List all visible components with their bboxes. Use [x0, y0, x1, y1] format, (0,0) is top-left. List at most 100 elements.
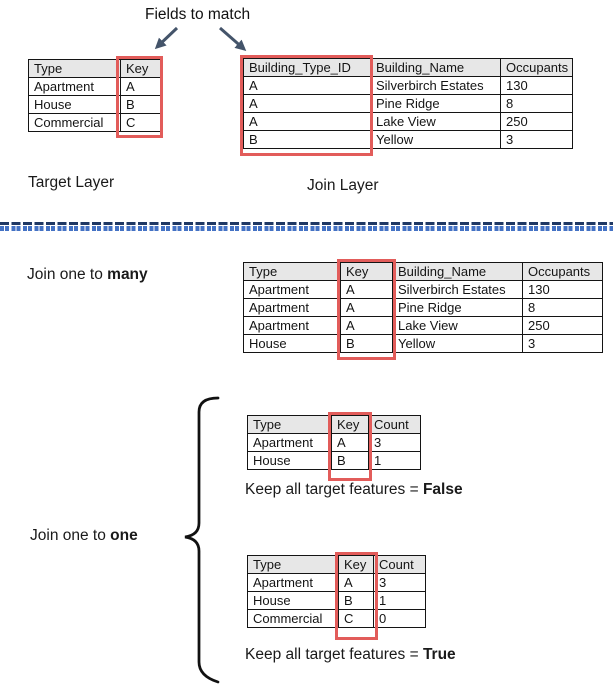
table-row: Apartment A Pine Ridge 8	[243, 298, 603, 317]
label-text: Keep all target features =	[245, 481, 423, 498]
one-to-one-true-table: Type Key Count Apartment A 3 House B 1 C…	[247, 555, 426, 628]
data-cell: Yellow	[392, 334, 523, 353]
data-cell: A	[338, 573, 374, 592]
arrow-to-join-key-icon	[219, 26, 247, 51]
data-cell: 3	[500, 130, 573, 149]
section-divider	[0, 222, 613, 232]
data-cell: 3	[522, 334, 603, 353]
fields-to-match-arrows	[154, 26, 247, 51]
label-bold-text: many	[107, 266, 148, 283]
table-header-row: Type Key Building_Name Occupants	[243, 262, 603, 281]
data-cell: 8	[522, 298, 603, 317]
data-cell: Yellow	[370, 130, 501, 149]
label-text: Join one to	[30, 527, 111, 544]
data-cell: A	[331, 433, 369, 452]
data-cell: Apartment	[243, 316, 341, 335]
data-cell: B	[338, 591, 374, 610]
data-cell: Silverbirch Estates	[370, 76, 501, 95]
header-cell: Building_Name	[370, 58, 501, 77]
data-cell: Commercial	[247, 609, 339, 628]
data-cell: B	[331, 451, 369, 470]
label-text: Join one to	[27, 266, 108, 283]
header-cell: Occupants	[500, 58, 573, 77]
data-cell: B	[340, 334, 393, 353]
data-cell: 130	[522, 280, 603, 299]
header-cell: Building_Name	[392, 262, 523, 281]
keep-false-label: Keep all target features = False	[245, 481, 463, 499]
header-cell: Building_Type_ID	[243, 58, 371, 77]
data-cell: A	[243, 94, 371, 113]
data-cell: Apartment	[243, 280, 341, 299]
header-cell: Type	[243, 262, 341, 281]
data-cell: Apartment	[247, 573, 339, 592]
label-bold-text: True	[422, 646, 456, 663]
table-row: A Silverbirch Estates 130	[243, 76, 573, 95]
table-row: Apartment A 3	[247, 433, 421, 452]
data-cell: House	[247, 451, 332, 470]
table-header-row: Type Key Count	[247, 555, 426, 574]
arrow-to-target-key-icon	[154, 26, 179, 50]
data-cell: 130	[500, 76, 573, 95]
data-cell: Silverbirch Estates	[392, 280, 523, 299]
header-cell: Type	[247, 555, 339, 574]
data-cell: Commercial	[28, 113, 121, 132]
table-row: A Lake View 250	[243, 112, 573, 131]
data-cell: House	[247, 591, 339, 610]
header-cell: Key	[338, 555, 374, 574]
data-cell: 1	[373, 591, 426, 610]
join-one-to-one-label: Join one to one	[30, 527, 138, 545]
data-cell: Apartment	[28, 77, 121, 96]
table-row: Apartment A Lake View 250	[243, 316, 603, 335]
header-cell: Key	[331, 415, 369, 434]
join-table: Building_Type_ID Building_Name Occupants…	[243, 58, 573, 149]
fields-to-match-title: Fields to match	[145, 6, 251, 23]
curly-brace-icon	[184, 396, 220, 684]
data-cell: 1	[368, 451, 421, 470]
data-cell: House	[243, 334, 341, 353]
target-table: Type Key Apartment A House B Commercial …	[28, 59, 161, 132]
table-header-row: Type Key	[28, 59, 161, 78]
table-row: A Pine Ridge 8	[243, 94, 573, 113]
join-layer-label: Join Layer	[307, 177, 379, 194]
data-cell: C	[338, 609, 374, 628]
data-cell: A	[243, 76, 371, 95]
data-cell: B	[120, 95, 161, 114]
data-cell: A	[340, 316, 393, 335]
data-cell: House	[28, 95, 121, 114]
data-cell: 3	[373, 573, 426, 592]
data-cell: A	[120, 77, 161, 96]
data-cell: Apartment	[247, 433, 332, 452]
table-row: Apartment A 3	[247, 573, 426, 592]
data-cell: A	[340, 280, 393, 299]
header-cell: Type	[28, 59, 121, 78]
data-cell: 8	[500, 94, 573, 113]
data-cell: A	[340, 298, 393, 317]
header-cell: Key	[120, 59, 161, 78]
table-row: Commercial C 0	[247, 609, 426, 628]
table-row: Apartment A Silverbirch Estates 130	[243, 280, 603, 299]
data-cell: 0	[373, 609, 426, 628]
label-bold-text: False	[422, 481, 463, 498]
data-cell: 250	[500, 112, 573, 131]
table-row: B Yellow 3	[243, 130, 573, 149]
header-cell: Count	[373, 555, 426, 574]
header-cell: Key	[340, 262, 393, 281]
table-row: House B 1	[247, 451, 421, 470]
data-cell: Pine Ridge	[392, 298, 523, 317]
target-layer-label: Target Layer	[28, 174, 115, 191]
data-cell: 3	[368, 433, 421, 452]
data-cell: Apartment	[243, 298, 341, 317]
table-row: House B Yellow 3	[243, 334, 603, 353]
data-cell: Pine Ridge	[370, 94, 501, 113]
data-cell: 250	[522, 316, 603, 335]
data-cell: Lake View	[370, 112, 501, 131]
label-bold-text: one	[110, 527, 138, 544]
label-text: Keep all target features =	[245, 646, 423, 663]
table-row: Apartment A	[28, 77, 161, 96]
data-cell: Lake View	[392, 316, 523, 335]
one-to-many-result-table: Type Key Building_Name Occupants Apartme…	[243, 262, 603, 353]
data-cell: C	[120, 113, 161, 132]
header-cell: Type	[247, 415, 332, 434]
table-row: House B 1	[247, 591, 426, 610]
